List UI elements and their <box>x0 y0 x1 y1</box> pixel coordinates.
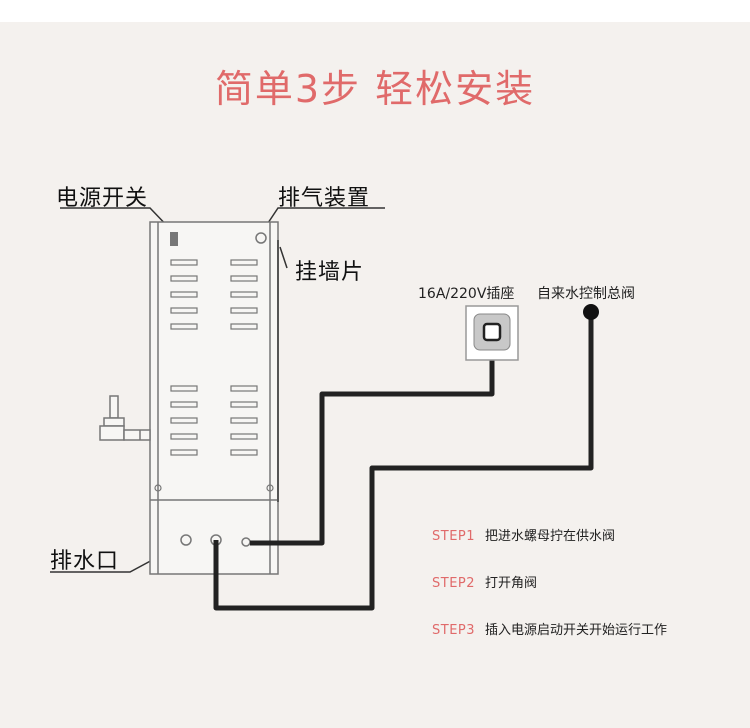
power-cable <box>250 352 495 546</box>
step-2-code: STEP2 <box>432 576 476 591</box>
label-socket: 16A/220V插座 <box>418 286 515 302</box>
water-valve-icon <box>583 304 599 320</box>
socket-icon <box>465 305 519 361</box>
faucet-icon <box>99 395 151 441</box>
power-switch-icon <box>170 232 178 246</box>
step-3: STEP3 插入电源启动开关开始运行工作 <box>432 619 667 638</box>
label-drain-outlet: 排水口 <box>50 549 120 574</box>
label-water-valve: 自来水控制总阀 <box>537 286 635 302</box>
vent-slots <box>170 259 258 456</box>
step-1-text: 把进水螺母拧在供水阀 <box>485 529 616 544</box>
step-3-code: STEP3 <box>432 623 476 638</box>
water-heater <box>149 221 279 575</box>
water-pipe <box>213 312 594 611</box>
label-wall-bracket: 挂墙片 <box>295 260 365 285</box>
vent-icon <box>255 232 267 244</box>
step-2: STEP2 打开角阀 <box>432 572 537 591</box>
wall-bracket-leader <box>279 246 288 269</box>
step-1-code: STEP1 <box>432 529 476 544</box>
diagram-background <box>0 22 750 728</box>
page-title: 简单3步 轻松安装 <box>214 67 536 111</box>
step-3-text: 插入电源启动开关开始运行工作 <box>485 623 668 638</box>
label-power-switch: 电源开关 <box>56 186 149 211</box>
label-vent-device: 排气装置 <box>278 186 371 211</box>
step-1: STEP1 把进水螺母拧在供水阀 <box>432 525 615 544</box>
step-2-text: 打开角阀 <box>485 576 538 591</box>
